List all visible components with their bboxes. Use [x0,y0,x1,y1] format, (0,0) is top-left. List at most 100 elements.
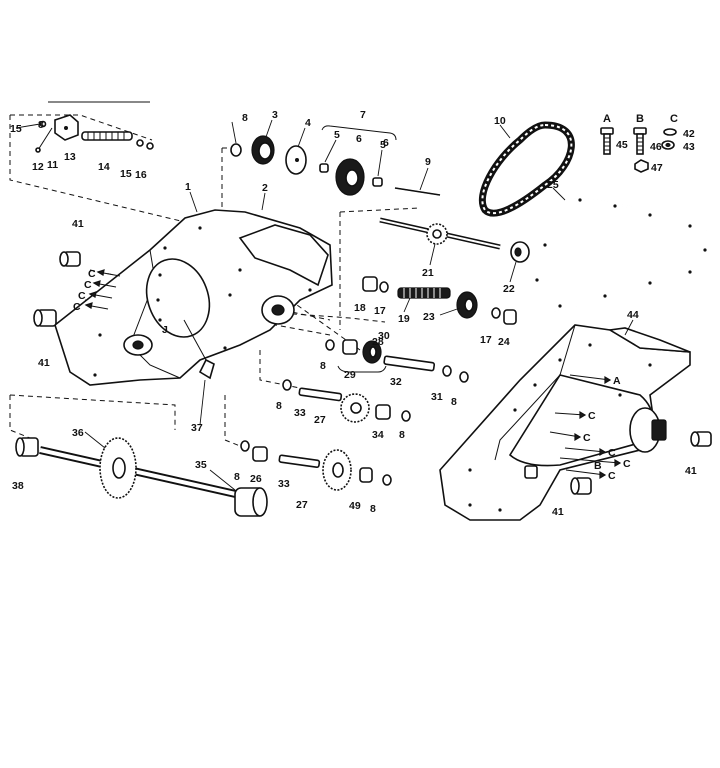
label-3: 3 [272,109,278,121]
label-32: 32 [390,376,402,388]
label-7: 7 [360,109,366,121]
bracket-29 [337,365,387,373]
label-8-row3: 8 [276,400,282,412]
label-8-row3-right: 8 [399,429,405,441]
hardware-nut-47 [634,159,649,173]
label-22: 22 [503,283,515,295]
gear-27-upper [340,393,370,423]
label-45: 45 [616,139,628,151]
washer-8-mid [325,339,335,351]
label-5-right: 5 [380,139,386,151]
bearing-41-lower [33,309,57,327]
gear-23 [456,291,478,319]
label-25: 25 [547,179,559,191]
callout-a-inner: A [613,375,621,387]
label-16: 16 [135,169,147,181]
washer-8-bottom [240,440,250,452]
label-28: 28 [372,336,384,348]
part-number-labels: 1 2 3 4 5 5 6 7 8 8 9 10 11 12 13 14 15 … [10,109,697,518]
callout-c-3: C [78,290,86,302]
bracket-assembly-13 [54,114,79,141]
callout-c-1: C [88,268,96,280]
worm-shaft-19 [397,287,451,299]
bearing-18 [362,276,378,292]
hardware-legend: A B C [603,113,678,125]
label-41-lower: 41 [38,357,50,369]
washer-17-left [379,281,389,293]
spring-14 [35,120,154,153]
gear-3 [251,135,275,165]
label-43: 43 [683,141,695,153]
label-33-upper: 33 [294,407,306,419]
label-31: 31 [431,391,443,403]
legend-c: C [670,113,678,125]
label-1: 1 [185,181,191,193]
label-8-top: 8 [242,112,248,124]
label-15-left: 15 [10,123,22,135]
label-37: 37 [191,422,203,434]
callout-c-7: C [608,447,616,459]
washer-8-right [459,371,469,383]
callout-c-6: C [583,432,591,444]
label-44: 44 [627,309,639,321]
bearing-38 [15,437,39,457]
label-13: 13 [64,151,76,163]
label-41-right: 41 [685,465,697,477]
hardware-nut-43 [661,140,675,150]
legend-b: B [636,113,644,125]
washer-31 [442,365,452,377]
label-27-lower: 27 [296,499,308,511]
bushing-30 [342,339,358,355]
left-housing-half [54,209,333,386]
label-12: 12 [32,161,44,173]
hardware-washer-42 [663,128,677,136]
label-46: 46 [650,141,662,153]
shaft-32 [383,355,436,372]
callout-c-4: C [73,301,81,313]
bearing-41-right-inner [570,477,592,495]
label-24: 24 [498,336,510,348]
label-19: 19 [398,313,410,325]
shaft-33-lower [278,454,321,469]
legend-a: A [603,113,611,125]
shaft-33-upper [298,387,343,402]
label-34: 34 [372,429,384,441]
crank-37 [183,319,215,380]
label-26: 26 [250,473,262,485]
c-arrows-left [84,269,121,310]
gear-8-cluster [335,158,365,196]
hub-35 [234,487,268,517]
washer-8-row3 [282,379,292,391]
label-47: 47 [651,162,663,174]
washer-17-right [491,307,501,319]
label-j: J [162,324,168,336]
label-4: 4 [305,117,311,129]
label-42: 42 [683,128,695,140]
label-41-upper: 41 [72,218,84,230]
label-30: 30 [378,330,390,342]
label-21: 21 [422,267,434,279]
leader-lines [15,101,634,491]
axle-with-gear-36 [39,437,241,499]
label-49: 49 [349,500,361,512]
label-8-bottom: 8 [234,471,240,483]
spacer-22 [510,241,530,263]
label-8-right: 8 [451,396,457,408]
bushing-5 [319,163,329,173]
shaft-9 [394,187,441,196]
bushing-49 [359,467,373,483]
hardware-bolt-45 [600,127,614,155]
bushing-right-small [524,465,538,479]
callout-c-8: C [623,458,631,470]
callout-b-inner: B [594,460,602,472]
chain-10 [478,121,575,217]
c-arrows-right [549,374,622,480]
bushing-6 [372,177,383,187]
washer-8-row3-right [401,410,411,422]
callout-c-5: C [588,410,596,422]
gasket-25 [528,198,713,312]
label-10: 10 [494,115,506,127]
label-8-mid: 8 [320,360,326,372]
bearing-41-right [690,431,712,447]
